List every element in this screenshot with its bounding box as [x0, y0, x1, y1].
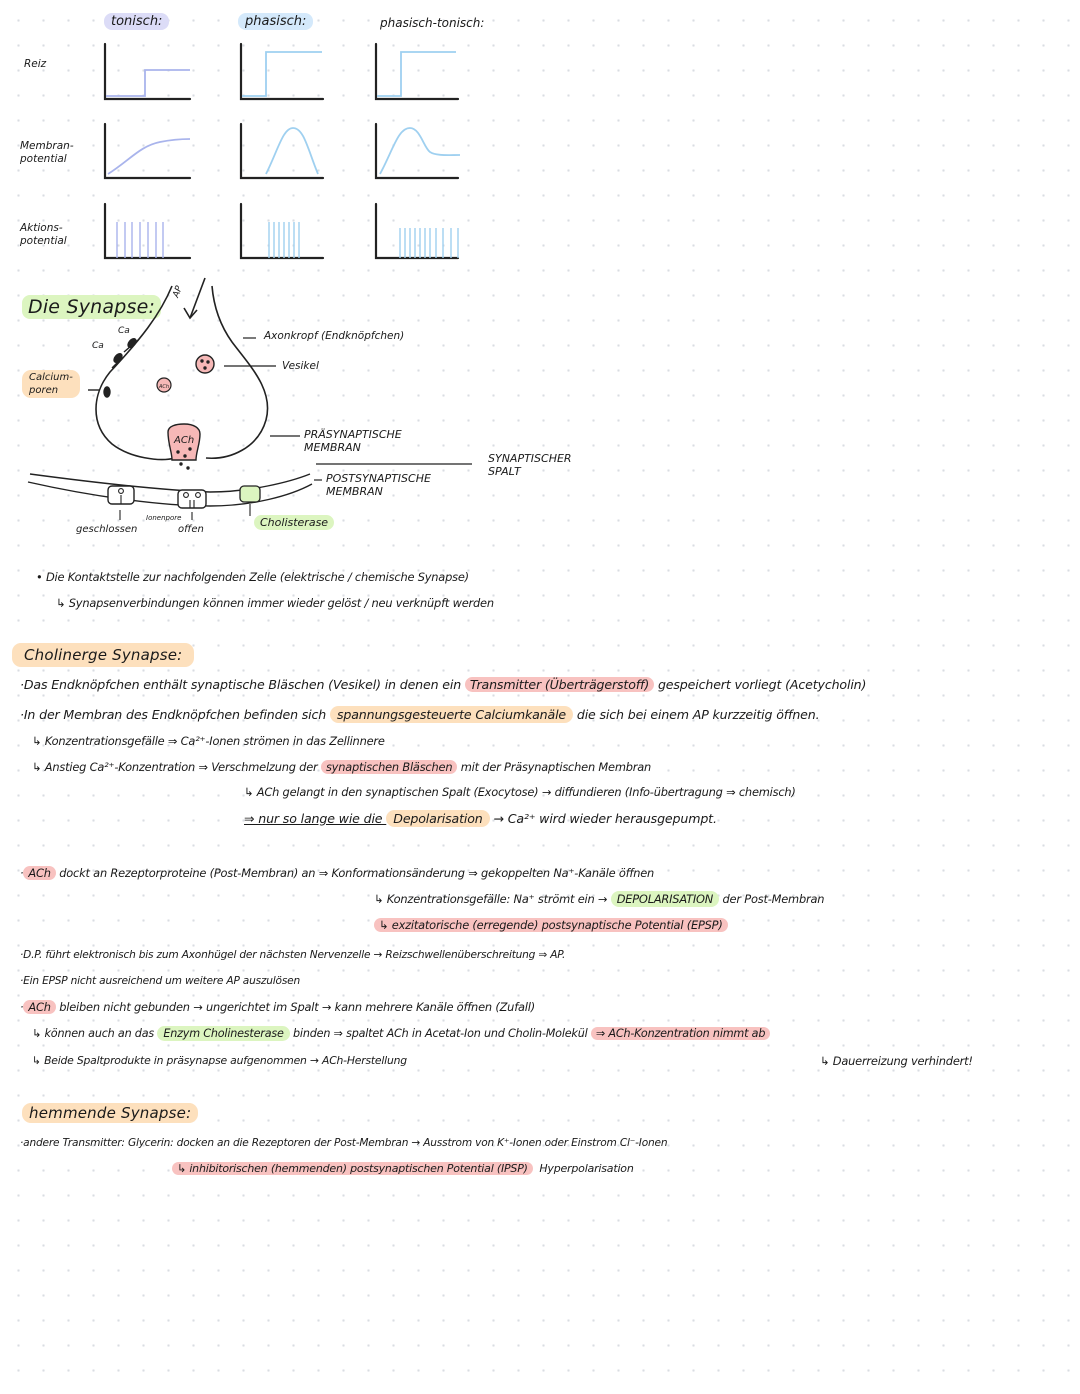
- offen-label: offen: [178, 524, 204, 535]
- cholinerge-line-11: ·Ein EPSP nicht ausreichend um weitere A…: [20, 975, 300, 987]
- ach-label: ACh: [173, 435, 194, 446]
- cholinerge-line-7: ·ACh dockt an Rezeptorproteine (Post-Mem…: [20, 866, 655, 880]
- chart-axes: [374, 122, 460, 180]
- chart-axes: [239, 202, 325, 260]
- hemmende-title: hemmende Synapse:: [22, 1103, 199, 1123]
- axonkropf-label: Axonkropf (Endknöpfchen): [264, 330, 405, 342]
- geschlossen-label: geschlossen: [76, 524, 138, 535]
- praesynaptische-membran-label: PRÄSYNAPTISCHE MEMBRAN: [304, 428, 402, 454]
- calcium-channel: [88, 338, 139, 398]
- ach-molecules: [176, 447, 192, 470]
- vesicle: [195, 354, 215, 374]
- cholinerge-line-14: ↳ Beide Spaltprodukte in präsynapse aufg…: [32, 1054, 407, 1067]
- cholinerge-line-14-right: ↳ Dauerreizung verhindert!: [820, 1054, 973, 1068]
- chart-axes: [374, 42, 460, 101]
- cholinerge-line-6: ⇒ nur so lange wie die Depolarisation → …: [244, 810, 717, 827]
- hemmende-line-1: ·andere Transmitter: Glycerin: docken an…: [20, 1137, 668, 1149]
- ap-label: AP: [171, 284, 185, 300]
- cholinerge-line-1: ·Das Endknöpfchen enthält synaptische Bl…: [20, 677, 867, 692]
- ap-tonisch-spikes: [116, 222, 164, 258]
- chart-axes: [103, 122, 192, 180]
- chart-axes: [103, 42, 192, 101]
- chart-axes: [239, 42, 325, 101]
- chart-axes: [103, 202, 192, 260]
- col-header-tonisch: tonisch:: [104, 13, 170, 30]
- membran-phasisch-curve: [265, 127, 319, 175]
- cholinerge-line-3: ↳ Konzentrationsgefälle ⇒ Ca²⁺-Ionen str…: [32, 734, 385, 748]
- receptor-closed: [107, 485, 135, 505]
- synapse-note-2: ↳ Synapsenverbindungen können immer wied…: [56, 596, 494, 610]
- fusing-vesicle: [167, 423, 201, 461]
- synaptischer-spalt-label: SYNAPTISCHER SPALT: [488, 452, 572, 478]
- col-header-phasisch-tonisch: phasisch-tonisch:: [380, 16, 485, 30]
- calcium-poren-label: Calcium- poren: [22, 370, 80, 398]
- membran-tonisch-curve: [107, 138, 191, 175]
- postsynaptische-membran-label: POSTSYNAPTISCHE MEMBRAN: [326, 472, 431, 498]
- membran-phasisch-tonisch-curve: [379, 127, 461, 175]
- cholinerge-line-10: ·D.P. führt elektronisch bis zum Axonhüg…: [20, 949, 566, 961]
- reiz-phasisch-tonisch-curve: [377, 51, 456, 97]
- cholinerge-line-4: ↳ Anstieg Ca²⁺-Konzentration ⇒ Verschmel…: [32, 760, 652, 774]
- axon-terminal-outline: [95, 285, 269, 461]
- col-header-phasisch: phasisch:: [238, 13, 314, 30]
- synapse-note-1: • Die Kontaktstelle zur nachfolgenden Ze…: [36, 570, 469, 584]
- cholinesterase-enzyme: [239, 485, 261, 503]
- synapse-title: Die Synapse:: [22, 295, 162, 319]
- synapse-diagram: AP Ca Ca ACh ACh: [27, 277, 472, 520]
- cholinesterase-label: Cholisterase: [254, 515, 335, 530]
- reiz-tonisch-curve: [106, 69, 190, 97]
- ap-arrow: [189, 277, 206, 319]
- ach-small-label: ACh: [158, 384, 169, 390]
- cholinerge-line-12: ·ACh bleiben nicht gebunden → ungerichte…: [20, 1000, 535, 1014]
- ap-phasisch-spikes: [268, 222, 300, 258]
- cholinerge-line-13: ↳ können auch an das Enzym Cholinesteras…: [32, 1026, 771, 1041]
- chart-axes: [239, 122, 325, 180]
- hemmende-line-2: ↳ inhibitorischen (hemmenden) postsynapt…: [172, 1162, 634, 1175]
- mini-charts: [103, 42, 461, 260]
- ionenpore-label: Ionenpore: [146, 514, 182, 522]
- cholinerge-line-8: ↳ Konzentrationsgefälle: Na⁺ strömt ein …: [374, 891, 825, 907]
- ap-arrow-head: [183, 307, 198, 320]
- row-label-aktionspotential: Aktions- potential: [20, 222, 67, 247]
- vesicle: [156, 377, 172, 393]
- ca-label: Ca: [118, 326, 130, 336]
- ca-label: Ca: [92, 341, 104, 351]
- row-label-reiz: Reiz: [24, 58, 47, 70]
- vesikel-label: Vesikel: [282, 360, 319, 372]
- ap-phasisch-tonisch-spikes: [399, 228, 459, 258]
- reiz-phasisch-curve: [242, 51, 322, 97]
- row-label-membranpotential: Membran- potential: [20, 140, 74, 165]
- postsynaptic-membrane-top: [29, 473, 311, 493]
- receptor-open: [177, 489, 207, 509]
- cholinerge-line-9: ↳ exzitatorische (erregende) postsynapti…: [374, 918, 728, 932]
- cholinerge-line-5: ↳ ACh gelangt in den synaptischen Spalt …: [244, 785, 796, 799]
- cholinerge-title: Cholinerge Synapse:: [12, 643, 195, 667]
- cholinerge-line-2: ·In der Membran des Endknöpfchen befinde…: [20, 706, 820, 723]
